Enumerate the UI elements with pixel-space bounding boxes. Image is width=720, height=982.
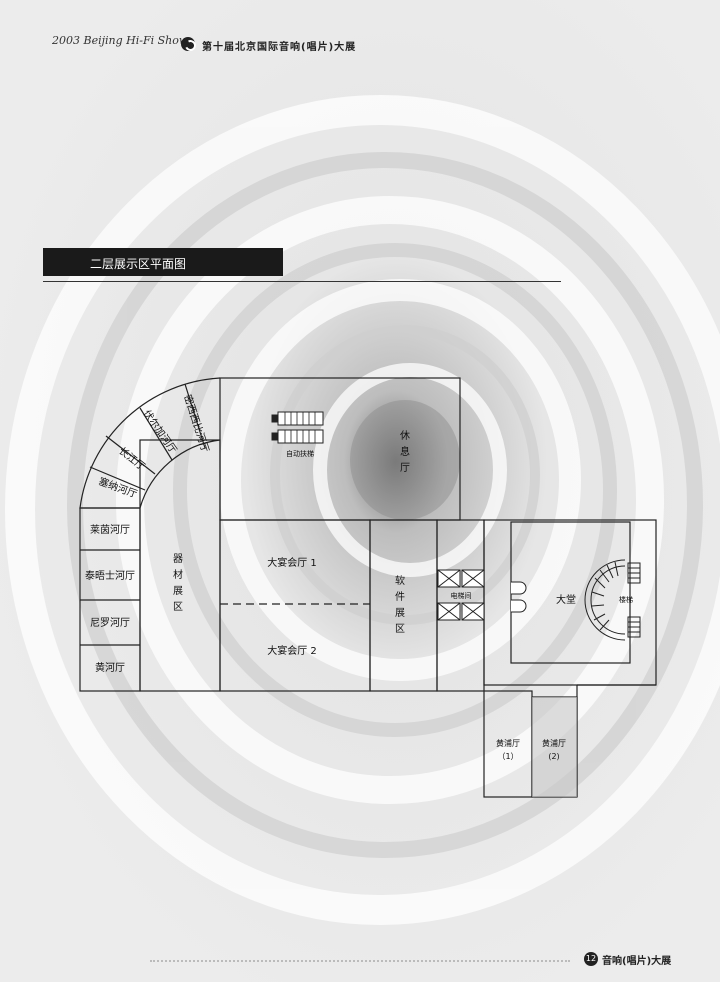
arc-room-label: 伏尔加河厅	[141, 407, 180, 455]
elevator-icon	[437, 569, 485, 621]
banquet-hall-1-label: 大宴会厅 1	[267, 556, 317, 569]
escalator-label: 自动扶梯	[286, 449, 314, 458]
huangpu-2-number: (2)	[548, 752, 559, 761]
software-zone-label: 软件展区	[393, 574, 405, 639]
banquet-hall-2-label: 大宴会厅 2	[267, 644, 317, 657]
stairs-icon	[584, 559, 641, 641]
lounge-label: 休息厅	[398, 430, 410, 478]
elevator-room-label: 电梯间	[451, 591, 472, 600]
footer-divider	[150, 960, 570, 962]
page-number: 12	[584, 952, 598, 966]
huangpu-1-label: 黄浦厅	[496, 738, 520, 748]
escalator-icon	[271, 411, 324, 444]
section-title: 二层展示区平面图	[90, 257, 187, 271]
lobby-label: 大堂	[556, 593, 576, 606]
stairs-label: 楼梯	[619, 595, 633, 604]
huangpu-2-label: 黄浦厅	[542, 738, 566, 748]
event-title-en: 2003 Beijing Hi-Fi Show	[52, 34, 189, 47]
left-room-label: 黄河厅	[95, 661, 125, 674]
footer-title: 音响(唱片)大展	[602, 956, 672, 967]
show-logo-icon	[181, 37, 195, 51]
equipment-zone-label: 器材展区	[171, 553, 183, 617]
arc-room-label: 密西西比河厅	[181, 393, 212, 454]
left-room-label: 尼罗河厅	[90, 617, 130, 629]
arc-wing-outline	[79, 377, 221, 509]
huangpu-1-number: （1）	[497, 752, 518, 761]
arc-room-label: 长江厅	[116, 445, 147, 473]
left-room-label: 莱茵河厅	[90, 524, 130, 536]
left-room-label: 泰晤士河厅	[85, 569, 135, 582]
lobby-doors-icon	[511, 581, 527, 613]
section-divider	[43, 281, 561, 282]
section-title-bar	[43, 248, 283, 276]
event-title-cn: 第十届北京国际音响(唱片)大展	[202, 42, 357, 53]
